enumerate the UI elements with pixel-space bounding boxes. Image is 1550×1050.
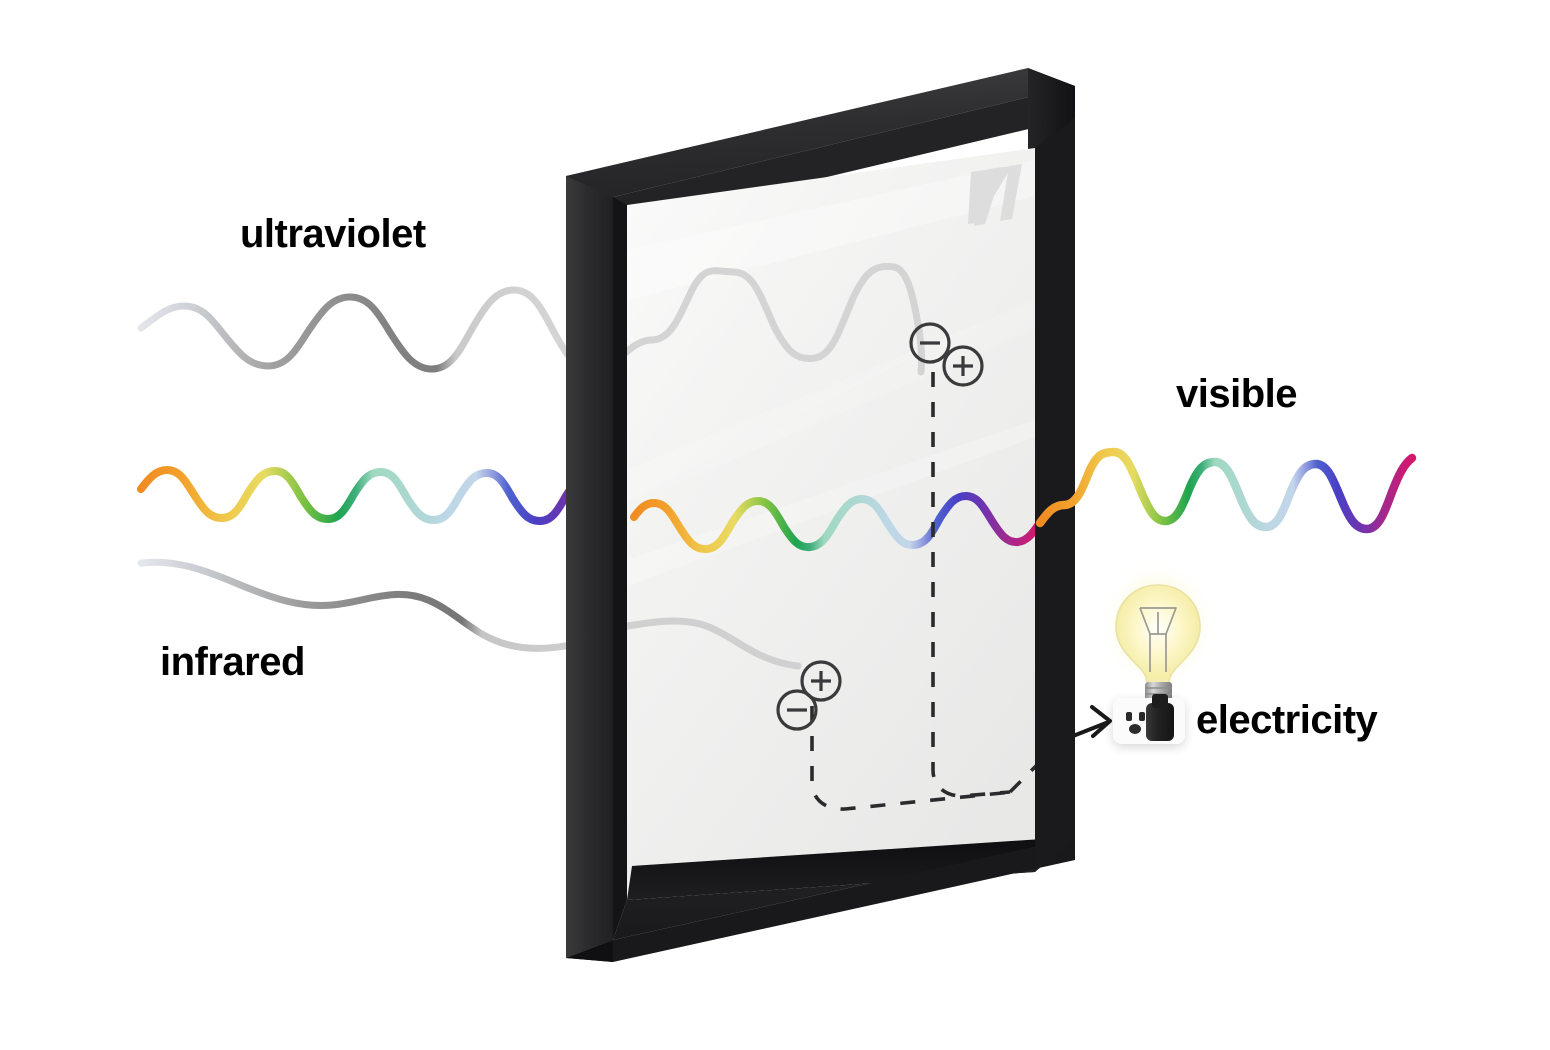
arrow-shaft	[1071, 721, 1108, 738]
waves-inside-glass	[627, 262, 1035, 670]
visible-wave-incoming	[137, 465, 638, 526]
visible-wave-outgoing	[1035, 447, 1417, 534]
circuit-lower-branch	[810, 706, 1013, 811]
glass-reflections	[627, 160, 1035, 586]
arrow-head	[1090, 705, 1112, 738]
wall-outlet-with-plug	[1113, 694, 1185, 744]
electron-hole-pair-lower	[776, 660, 842, 731]
hole-circle-lower	[800, 660, 842, 702]
panel-frame-top	[566, 68, 1075, 197]
panel-frame-bottom-front	[613, 806, 1075, 940]
outlet-plug-neck	[1152, 694, 1168, 708]
infrared-wave-incoming	[137, 558, 632, 652]
panel-frame-left-inner	[613, 197, 627, 940]
bulb-filament-icon	[1139, 607, 1177, 672]
infrared-wave-inside	[627, 617, 802, 670]
panel-frame-right-inner	[1035, 118, 1075, 872]
label-electricity: electricity	[1196, 698, 1378, 742]
solar-panel-group[interactable]	[566, 68, 1075, 962]
ultraviolet-wave-incoming	[137, 286, 622, 375]
circuit-exit-segment	[1008, 746, 1056, 794]
visible-wave-inside	[630, 491, 1035, 554]
electron-circle-lower	[776, 689, 818, 731]
panel-frame-outer-left	[566, 169, 613, 958]
panel-frame-bottom-inner	[627, 838, 1057, 900]
electron-hole-pair-upper	[909, 322, 984, 387]
ultraviolet-wave-inside	[627, 262, 926, 376]
dashed-circuit-path	[810, 372, 1056, 811]
label-infrared: infrared	[160, 640, 305, 684]
electron-circle-upper	[909, 322, 951, 364]
outlet-socket-holes-icon	[1126, 712, 1145, 734]
three-slash-logo-icon	[968, 164, 1022, 226]
outlet-plug-body	[1146, 703, 1174, 741]
label-ultraviolet: ultraviolet	[240, 212, 426, 256]
circuit-upper-branch	[931, 372, 1011, 798]
electricity-arrow-icon	[1071, 705, 1112, 738]
label-visible: visible	[1176, 372, 1298, 416]
hole-circle-upper	[942, 345, 984, 387]
glowing-light-bulb	[1115, 580, 1201, 706]
incoming-waves	[137, 286, 638, 652]
panel-frame-bottom-lip	[566, 940, 613, 962]
panel-frame-bottom-edge	[566, 838, 1075, 962]
